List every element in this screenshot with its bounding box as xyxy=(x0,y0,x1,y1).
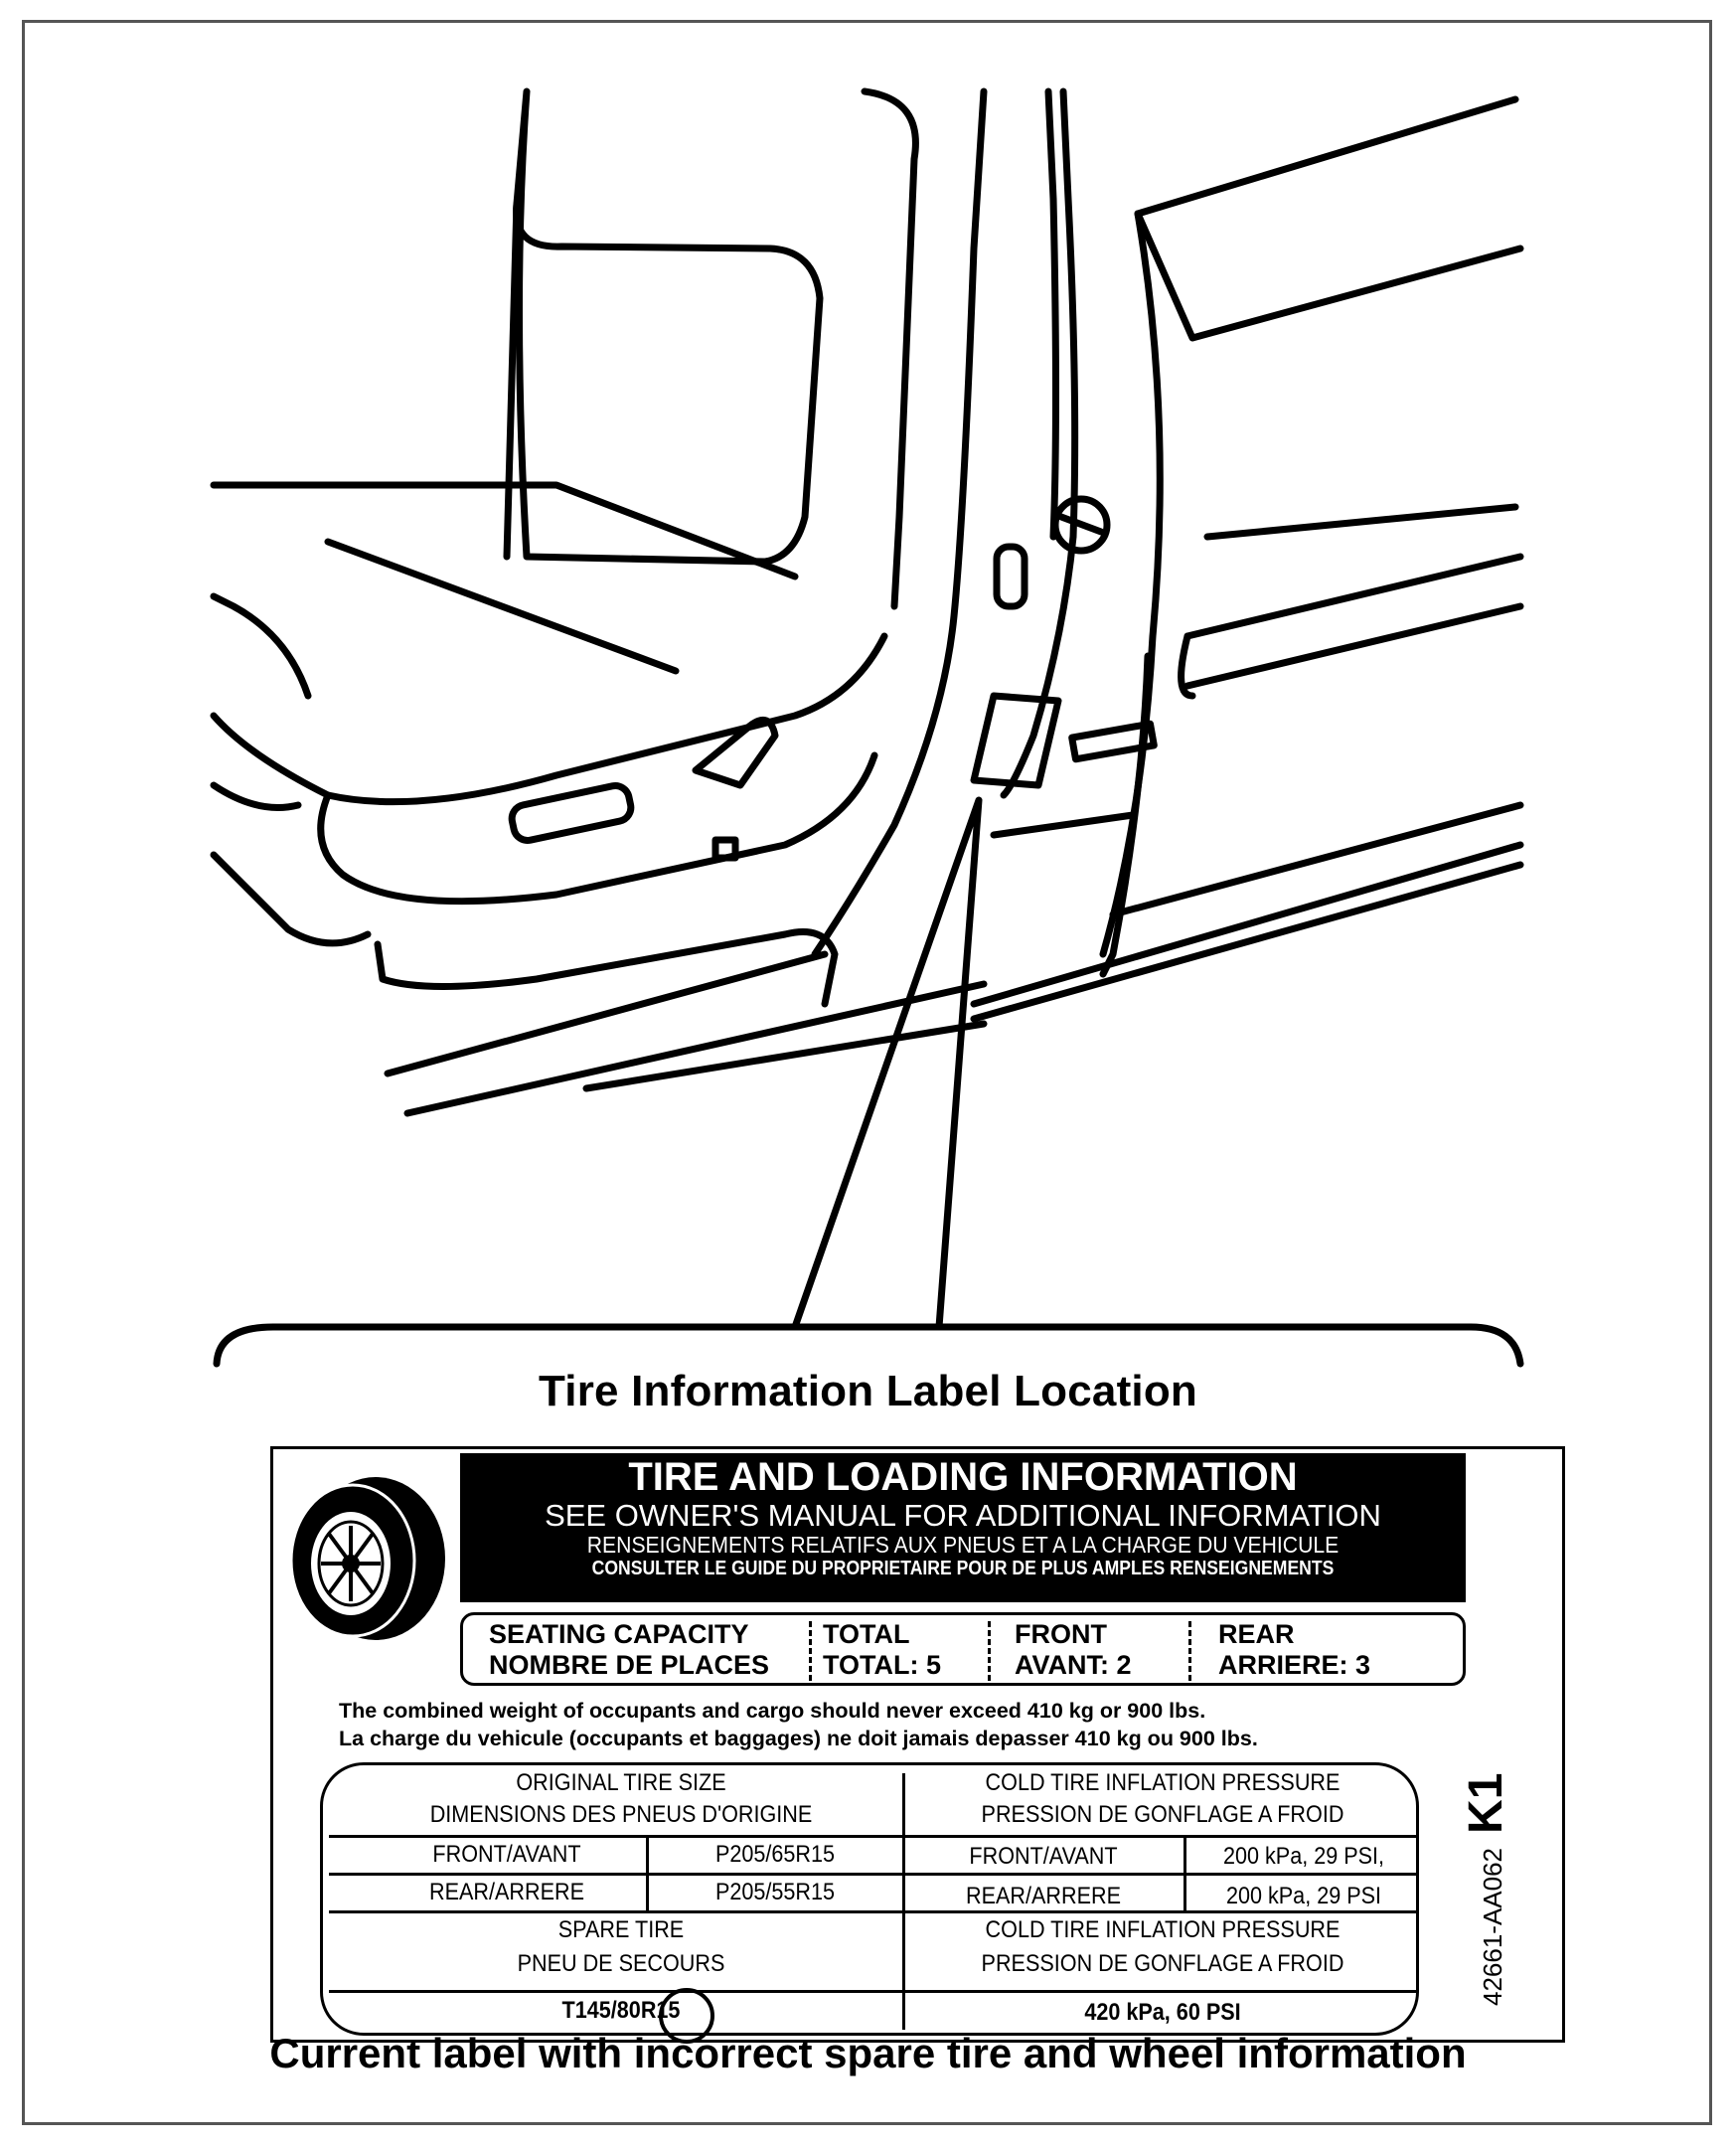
seating-rear: REAR ARRIERE: 3 xyxy=(1218,1619,1371,1680)
pillar-right xyxy=(1000,87,1079,799)
spare-tire-fr: PNEU DE SECOURS xyxy=(517,1950,725,1977)
callout-bracket xyxy=(213,1323,1524,1368)
spare-size: T145/80R15 xyxy=(561,1997,681,2024)
rear-door-frame xyxy=(1134,210,1524,342)
callout-pointer xyxy=(791,796,983,1331)
front-size: P205/65R15 xyxy=(714,1841,836,1868)
front-pressure-label: FRONT/AVANT xyxy=(969,1843,1118,1870)
seating-total: TOTAL TOTAL: 5 xyxy=(823,1619,941,1680)
seat-lever-side xyxy=(692,716,779,789)
seating-capacity-label: SEATING CAPACITY NOMBRE DE PLACES xyxy=(489,1619,770,1680)
highlight-circle xyxy=(659,1988,714,2044)
label-title-fr: RENSEIGNEMENTS RELATIFS AUX PNEUS ET A L… xyxy=(586,1532,1340,1558)
pillar-left xyxy=(811,87,988,958)
seat-left-edge xyxy=(210,592,312,700)
rear-door-post xyxy=(1099,652,1152,978)
label-title: TIRE AND LOADING INFORMATION xyxy=(628,1455,1298,1499)
seat-back xyxy=(513,87,824,566)
spare-cold-fr: PRESSION DE GONFLAGE A FROID xyxy=(981,1950,1344,1977)
label-location-caption: Tire Information Label Location xyxy=(539,1367,1197,1415)
seat-back-edge xyxy=(503,200,521,561)
seating-capacity-box: SEATING CAPACITY NOMBRE DE PLACES TOTAL … xyxy=(460,1612,1466,1686)
cold-pressure-en: COLD TIRE INFLATION PRESSURE xyxy=(985,1769,1341,1796)
sill-line-5 xyxy=(970,841,1524,1008)
rear-label: REAR/ARRERE xyxy=(428,1879,585,1905)
tire-loading-label: TIRE AND LOADING INFORMATION SEE OWNER'S… xyxy=(270,1446,1565,2044)
spare-pressure: 420 kPa, 60 PSI xyxy=(1084,1999,1241,2026)
pillar-latch xyxy=(993,543,1028,610)
cold-pressure-fr: PRESSION DE GONFLAGE A FROID xyxy=(981,1801,1344,1828)
seat-cushion-front xyxy=(210,632,888,806)
rear-door-curve xyxy=(1178,632,1196,700)
front-pressure: 200 kPa, 29 PSI, xyxy=(1222,1843,1385,1870)
sill-line-1 xyxy=(384,950,829,1077)
sill-line-2 xyxy=(403,980,988,1117)
seat-cushion-body xyxy=(317,751,878,906)
sill-line-3 xyxy=(582,1020,988,1092)
spare-tire-en: SPARE TIRE xyxy=(557,1916,685,1943)
rear-door-top xyxy=(1134,95,1519,218)
tire-icon xyxy=(289,1477,445,1640)
spare-cold-en: COLD TIRE INFLATION PRESSURE xyxy=(985,1916,1341,1943)
rear-door-handle-lower xyxy=(1184,602,1524,690)
seat-back-outline xyxy=(861,87,919,610)
rear-door-latch xyxy=(1068,720,1158,763)
orig-size-en: ORIGINAL TIRE SIZE xyxy=(516,1769,726,1796)
weight-limit-fr: La charge du vehicule (occupants et bagg… xyxy=(339,1727,1258,1750)
current-label-caption: Current label with incorrect spare tire … xyxy=(269,2030,1467,2076)
label-header: TIRE AND LOADING INFORMATION SEE OWNER'S… xyxy=(460,1453,1466,1602)
front-label: FRONT/AVANT xyxy=(432,1841,581,1868)
label-subtitle-fr: CONSULTER LE GUIDE DU PROPRIETAIRE POUR … xyxy=(591,1558,1335,1579)
seat-cushion-top xyxy=(210,481,799,580)
seat-cushion-seam xyxy=(324,538,680,675)
rear-pressure: 200 kPa, 29 PSI xyxy=(1225,1883,1382,1909)
rear-door-sill xyxy=(1203,503,1519,541)
sill-line-6 xyxy=(990,811,1137,839)
seat-left-arm xyxy=(210,781,302,811)
vehicle-interior-illustration xyxy=(210,87,1524,1368)
seat-switch xyxy=(711,836,739,862)
label-subtitle: SEE OWNER'S MANUAL FOR ADDITIONAL INFORM… xyxy=(545,1498,1381,1533)
rear-door-bottom xyxy=(1109,801,1524,918)
rear-pressure-label: REAR/ARRERE xyxy=(965,1883,1122,1909)
tire-info-table: ORIGINAL TIRE SIZE DIMENSIONS DES PNEUS … xyxy=(320,1762,1419,2044)
pillar-bolt xyxy=(1051,495,1111,555)
seat-base xyxy=(210,851,372,947)
part-number: 42661-AA062K1 xyxy=(1460,1772,1512,2006)
weight-limit-en: The combined weight of occupants and car… xyxy=(339,1699,1206,1723)
pillar-inner xyxy=(1044,87,1059,541)
rear-door-handle xyxy=(1184,553,1524,640)
label-location xyxy=(970,692,1062,789)
orig-size-fr: DIMENSIONS DES PNEUS D'ORIGINE xyxy=(429,1801,813,1828)
rear-size: P205/55R15 xyxy=(714,1879,836,1905)
seat-lever-front xyxy=(508,782,635,844)
sill-line-4 xyxy=(970,861,1524,1023)
revision-code: K1 xyxy=(1460,1772,1512,1834)
figure-frame xyxy=(22,20,1712,2125)
seating-front: FRONT AVANT: 2 xyxy=(1015,1619,1132,1680)
